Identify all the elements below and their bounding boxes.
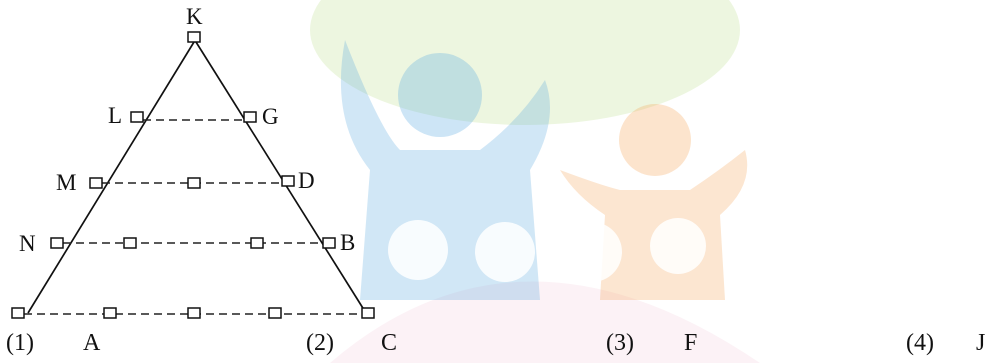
option-3[interactable]: (3) F: [606, 330, 697, 356]
position-box: [130, 111, 144, 123]
option-number: (3): [606, 330, 634, 356]
watermark-circle-3: [562, 222, 622, 282]
right-label: G: [262, 104, 279, 129]
apex-label: K: [186, 4, 203, 29]
watermark-blue-figure: [340, 40, 550, 300]
position-box: [103, 307, 117, 319]
option-answer: A: [83, 330, 101, 356]
watermark-orange-figure: [560, 150, 748, 300]
option-1[interactable]: (1) A: [6, 330, 101, 356]
watermark-logo: [310, 0, 760, 363]
option-number: (4): [906, 330, 934, 356]
left-label: M: [56, 170, 76, 195]
option-number: (2): [306, 330, 334, 356]
position-box: [243, 111, 257, 123]
watermark-circle-4: [650, 218, 706, 274]
watermark-circle-2: [475, 222, 535, 282]
option-2[interactable]: (2) C: [306, 330, 397, 356]
position-box: [281, 175, 295, 187]
left-label: N: [19, 231, 36, 256]
position-box: [50, 237, 64, 249]
position-box: [322, 237, 336, 249]
position-box: [361, 307, 375, 319]
watermark-orange-head: [619, 104, 691, 176]
position-box: [89, 177, 103, 189]
triangle-right-side: [195, 41, 367, 314]
right-label: D: [298, 168, 315, 193]
position-box: [250, 237, 264, 249]
option-number: (1): [6, 330, 34, 356]
position-box: [268, 307, 282, 319]
position-box: [11, 307, 25, 319]
option-answer: J: [976, 330, 985, 356]
watermark-blue-head: [398, 53, 482, 137]
position-box: [187, 31, 201, 43]
watermark-circle-1: [388, 220, 448, 280]
position-box: [187, 307, 201, 319]
right-label: B: [340, 230, 355, 255]
triangle-left-side: [27, 41, 195, 314]
watermark-green-shape: [310, 0, 740, 125]
option-answer: C: [381, 330, 397, 356]
left-label: L: [108, 103, 122, 128]
option-answer: F: [684, 330, 697, 356]
option-4[interactable]: (4) J: [906, 330, 985, 356]
position-box: [123, 237, 137, 249]
position-box: [187, 177, 201, 189]
